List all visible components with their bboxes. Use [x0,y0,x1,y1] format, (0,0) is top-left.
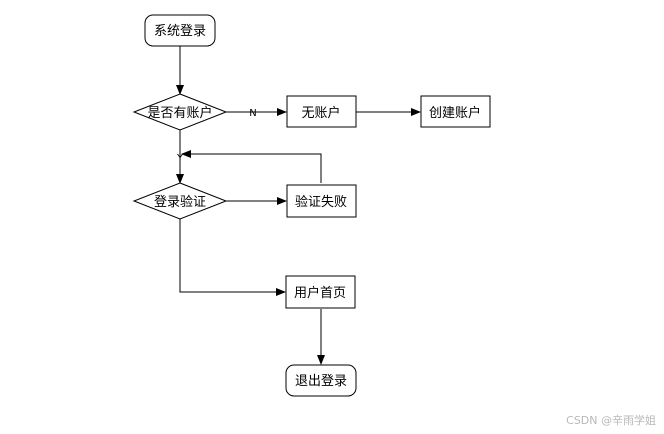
edge-label-no: N [249,108,256,119]
user-home-box [285,275,356,309]
no-account-label: 无账户 [301,105,340,121]
edge-verify-success [179,219,286,296]
edge-label-yes: Y [176,153,184,164]
start-terminal [144,14,216,47]
logout-terminal [285,364,357,397]
logout-label: 退出登录 [295,374,347,389]
verify-fail-label: 验证失败 [295,194,347,210]
create-account-box [420,95,491,128]
login-verify-decision [132,182,228,220]
has-account-label: 是否有账户 [147,105,212,121]
login-verify-label: 登录验证 [154,194,206,210]
start-label: 系统登录 [154,24,206,39]
watermark: CSDN @辛雨学姐 [566,414,656,427]
user-home-label: 用户首页 [294,285,346,301]
create-account-label: 创建账户 [429,105,481,121]
edge-fail-loop-back [181,150,322,183]
verify-fail-box [286,184,357,218]
has-account-decision [132,93,228,131]
no-account-box [286,95,357,128]
